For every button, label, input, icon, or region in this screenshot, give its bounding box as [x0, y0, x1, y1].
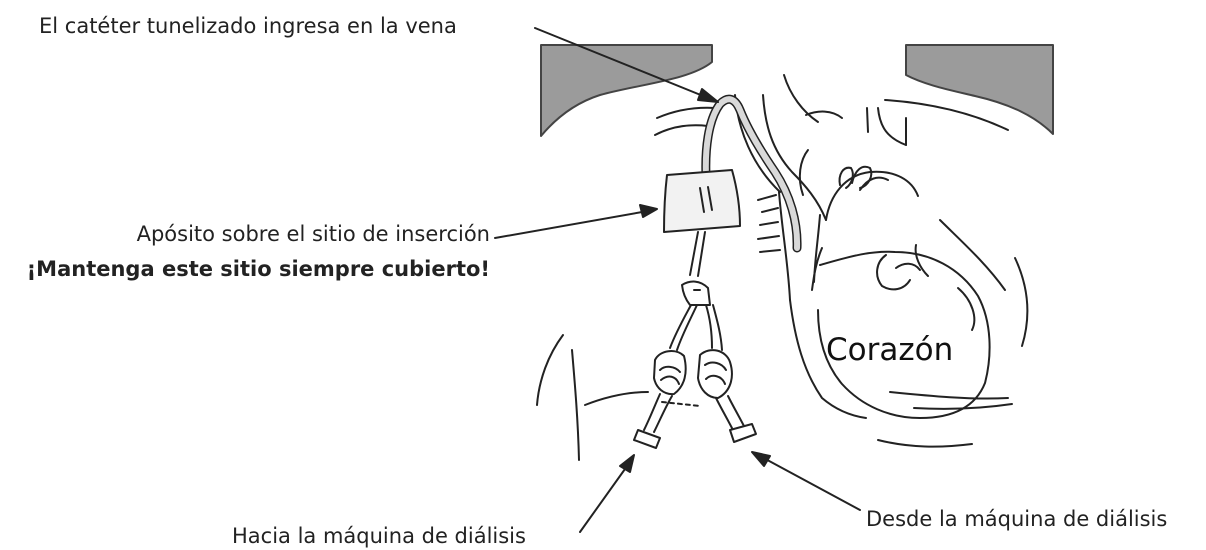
- vessel-a: [762, 94, 827, 221]
- clamp-r: [697, 349, 733, 399]
- arch-detail-3: [859, 176, 889, 191]
- arrow-dressing-head: [639, 204, 658, 218]
- from-machine-label: Desde la máquina de diálisis: [866, 507, 1168, 531]
- heart-detail-2: [895, 262, 921, 271]
- luer-l: [643, 393, 661, 431]
- arrow-from-machine: [759, 455, 861, 511]
- lower-right: [877, 439, 973, 448]
- vein-entry-label: El catéter tunelizado ingresa en la vena: [39, 14, 457, 38]
- rib-left-1: [757, 194, 777, 201]
- heart-right-border: [789, 299, 867, 419]
- luer-r-hub: [729, 423, 757, 443]
- rib-left-4: [757, 235, 780, 240]
- left-rib: [654, 124, 709, 136]
- arrow-to-machine-head: [619, 454, 635, 473]
- rib-left-5: [759, 249, 781, 253]
- arrow-to-machine: [579, 461, 631, 533]
- warning-label: ¡Mantenga este sitio siempre cubierto!: [26, 257, 490, 281]
- heart-apex: [957, 287, 976, 331]
- left-arm-edge: [571, 349, 580, 461]
- vessel-g: [798, 149, 809, 196]
- luer-l-hub: [633, 429, 661, 449]
- clamp-l: [653, 350, 687, 396]
- tube-upper-l: [689, 231, 699, 276]
- right-rib: [884, 99, 1009, 131]
- left-shoulder: [540, 44, 713, 137]
- dressing-slit: [699, 187, 705, 213]
- dressing-label: Apósito sobre el sitio de inserción: [136, 222, 490, 246]
- diaphragm-2: [913, 403, 1013, 410]
- arrow-vein: [534, 27, 719, 103]
- right-shoulder: [905, 44, 1054, 135]
- rib-left-2: [761, 207, 779, 213]
- vessel-b: [866, 107, 869, 133]
- branch-l: [669, 304, 692, 349]
- luer-l-2: [653, 395, 673, 433]
- arrow-vein-head: [697, 88, 719, 103]
- arrow-dressing: [494, 210, 649, 239]
- svc-inner: [811, 247, 823, 291]
- heart-detail-4: [939, 219, 1006, 291]
- to-machine-label: Hacia la máquina de diálisis: [232, 524, 526, 548]
- arch-detail-1: [838, 166, 854, 189]
- dressing-slit-2: [707, 186, 713, 211]
- heart-outline: [817, 250, 991, 419]
- branch-r-2: [712, 304, 723, 351]
- left-clavicle: [656, 106, 717, 119]
- arch-detail-2: [851, 165, 873, 189]
- arrow-from-machine-head: [751, 451, 771, 467]
- tube-upper-r: [697, 231, 706, 277]
- heart-label: Corazón: [826, 332, 954, 368]
- branch-r: [705, 304, 713, 349]
- svc-left: [778, 191, 791, 301]
- heart-detail-3: [914, 244, 929, 277]
- rib-left-3: [759, 221, 779, 226]
- vessel-f: [805, 110, 843, 119]
- midline: [661, 401, 701, 407]
- vessel-e: [783, 74, 819, 123]
- y-connector: [681, 280, 711, 306]
- branch-l-2: [676, 304, 698, 351]
- diaphragm: [889, 391, 1009, 400]
- left-torso: [536, 334, 564, 406]
- heart-detail: [876, 254, 911, 291]
- clamp-l-detail: [659, 365, 681, 385]
- catheter-tunnel-fill: [702, 96, 801, 251]
- heart-detail-5: [1014, 257, 1029, 347]
- lower-left: [584, 391, 649, 406]
- clamp-r-detail: [704, 361, 727, 385]
- vessel-c: [877, 107, 907, 146]
- aortic-arch: [825, 170, 919, 221]
